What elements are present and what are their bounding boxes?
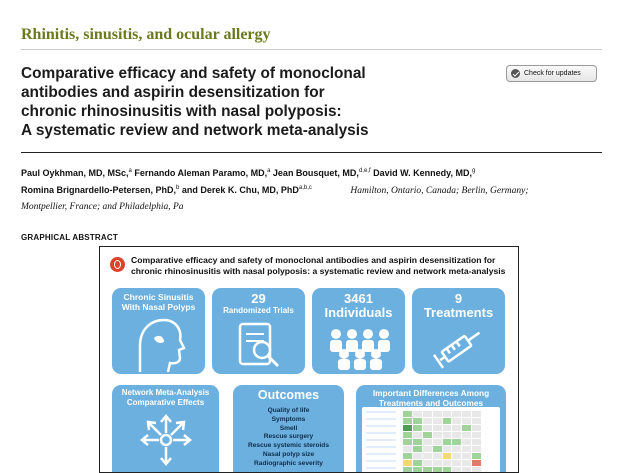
author-affil: a <box>128 168 132 174</box>
author-name: David W. Kennedy, MD, <box>370 168 472 178</box>
document-magnifier-icon <box>238 322 280 368</box>
author-name: Fernando Aleman Paramo, MD, <box>131 168 268 178</box>
author-name: Paul Oykhman, MD, MSc, <box>21 168 129 178</box>
syringe-icon <box>432 331 481 369</box>
author-affil: a <box>267 168 271 174</box>
graphical-abstract: Comparative efficacy and safety of monoc… <box>99 246 519 473</box>
outcomes-list: Quality of life Symptoms Smell Rescue su… <box>233 407 344 469</box>
outcome-item: Nasal polyp size <box>262 450 315 458</box>
tile-randomized-trials: 29 Randomized Trials <box>212 288 305 374</box>
title-line: Comparative efficacy and safety of monoc… <box>21 65 366 82</box>
trials-count: 29 <box>251 291 266 306</box>
matrix-row-labels <box>366 411 396 469</box>
journal-logo-icon <box>110 257 125 272</box>
tile-network-meta-analysis: Network Meta-Analysis Comparative Effect… <box>112 385 219 472</box>
head-profile-icon <box>138 318 186 372</box>
author-affil: b <box>176 185 180 191</box>
individuals-label: Individuals <box>324 305 393 320</box>
nma-label: Network Meta-Analysis <box>121 388 210 397</box>
results-matrix <box>362 407 500 472</box>
tile-label: Chronic Sinusitis <box>123 292 194 302</box>
outcome-item: Rescue surgery <box>263 433 314 441</box>
author-locations: Hamilton, Ontario, Canada; Berlin, Germa… <box>350 186 529 196</box>
abstract-title-line: Comparative efficacy and safety of monoc… <box>131 255 496 265</box>
outcome-item: Radiographic severity <box>254 459 323 467</box>
tile-treatments: 9 Treatments <box>412 288 505 374</box>
outcome-item: Quality of life <box>267 407 310 414</box>
tile-label: With Nasal Polyps <box>121 302 196 312</box>
title-line: chronic rhinosinusitis with nasal polypo… <box>21 103 342 120</box>
abstract-title-line: chronic rhinosinusitis with nasal polypo… <box>131 265 506 276</box>
outcome-item: Smell <box>279 424 298 432</box>
check-circle-icon <box>511 69 520 78</box>
tile-chronic-sinusitis: Chronic Sinusitis With Nasal Polyps <box>112 288 205 374</box>
title-line: A systematic review and network meta-ana… <box>21 122 369 139</box>
author-affil: d,e,f <box>358 168 371 174</box>
check-for-updates-button[interactable]: Check for updates <box>506 65 597 82</box>
author-affil: a,b,c <box>298 185 312 191</box>
individuals-count: 3461 <box>344 291 373 306</box>
tile-outcomes: Outcomes Quality of life Symptoms Smell … <box>233 385 344 472</box>
title-line: antibodies and aspirin desensitization f… <box>21 84 325 101</box>
article-title: Comparative efficacy and safety of monoc… <box>21 64 491 140</box>
people-group-icon <box>330 329 390 370</box>
treatments-count: 9 <box>454 291 463 306</box>
author-locations-cont: Montpellier, France; and Philadelphia, P… <box>21 202 184 212</box>
tile-individuals: 3461 Individuals <box>312 288 405 374</box>
treatments-label: Treatments <box>423 305 494 320</box>
outcomes-title: Outcomes <box>257 388 320 402</box>
differences-label: Important Differences Among <box>372 388 490 398</box>
author-affil: g <box>471 168 476 174</box>
abstract-header: Comparative efficacy and safety of monoc… <box>110 255 510 276</box>
title-rule <box>21 152 602 153</box>
graphical-abstract-label: GRAPHICAL ABSTRACT <box>21 233 118 242</box>
author-name: and Derek K. Chu, MD, PhD <box>179 185 299 195</box>
outcome-item: Symptoms <box>271 415 306 423</box>
abstract-title: Comparative efficacy and safety of monoc… <box>131 255 505 276</box>
matrix-cells <box>402 410 482 472</box>
network-arrows-icon <box>140 414 192 466</box>
differences-label: Treatments and Outcomes <box>378 398 484 408</box>
section-heading: Rhinitis, sinusitis, and ocular allergy <box>21 26 602 50</box>
nma-label: Comparative Effects <box>126 398 205 407</box>
author-name: Romina Brignardello-Petersen, PhD, <box>21 185 177 195</box>
tile-important-differences: Important Differences Among Treatments a… <box>356 385 506 472</box>
outcome-item: Rescue systemic steroids <box>248 442 329 450</box>
trials-label: Randomized Trials <box>223 306 294 315</box>
author-list: Paul Oykhman, MD, MSc,a Fernando Aleman … <box>21 164 611 215</box>
author-name: Jean Bousquet, MD, <box>270 168 359 178</box>
check-for-updates-label: Check for updates <box>524 70 581 77</box>
